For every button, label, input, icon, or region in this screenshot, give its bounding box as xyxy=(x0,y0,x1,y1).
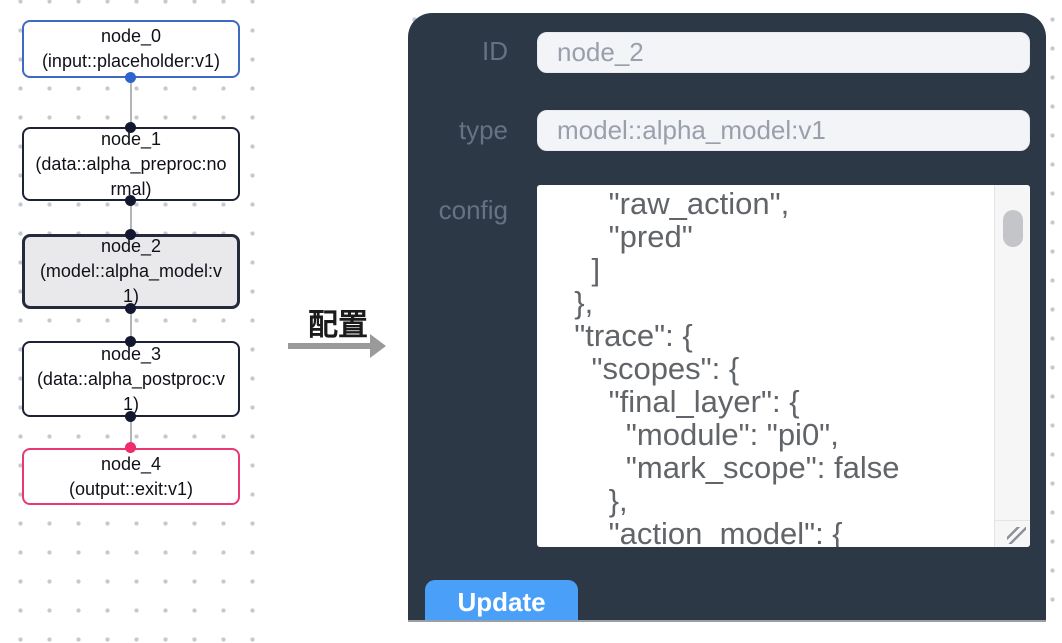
arrow-right-head-icon xyxy=(370,334,386,358)
node-type-label: (output::exit:v1) xyxy=(68,478,194,499)
node-node_4[interactable]: node_4 (output::exit:v1) xyxy=(22,448,240,505)
resize-handle-icon[interactable] xyxy=(1007,527,1026,544)
edge-node0-node1 xyxy=(130,78,132,127)
node-type-label: (data::alpha_preproc:normal) xyxy=(35,153,227,199)
id-input[interactable] xyxy=(537,32,1030,73)
node-title: node_2 xyxy=(100,236,162,256)
node-node_2[interactable]: node_2 (model::alpha_model:v1) xyxy=(22,234,240,309)
update-button-label: Update xyxy=(457,586,546,617)
node-title: node_0 xyxy=(100,26,162,46)
output-port-icon-node_3[interactable] xyxy=(125,411,136,422)
node-type-label: (model::alpha_model:v1) xyxy=(39,261,223,306)
config-editor[interactable]: "raw_action", "pred" ] }, "trace": { "sc… xyxy=(537,185,1030,547)
node-node_1[interactable]: node_1 (data::alpha_preproc:normal) xyxy=(22,127,240,201)
input-port-icon-node_2[interactable] xyxy=(125,229,136,240)
type-input[interactable] xyxy=(537,110,1030,151)
node-type-label: (data::alpha_postproc:v1) xyxy=(36,368,226,414)
edge-node3-node4 xyxy=(130,417,132,448)
arrow-right-icon xyxy=(288,343,372,349)
node-type-label: (input::placeholder:v1) xyxy=(41,51,221,71)
input-port-icon-node_3[interactable] xyxy=(125,336,136,347)
output-port-icon-node_0[interactable] xyxy=(125,72,136,83)
edge-node1-node2 xyxy=(130,201,132,234)
node-title: node_4 xyxy=(100,453,162,474)
node-config-panel: ID type config "raw_action", "pred" ] },… xyxy=(408,13,1046,622)
output-port-icon-node_2[interactable] xyxy=(125,303,136,314)
node-node_0[interactable]: node_0 (input::placeholder:v1) xyxy=(22,20,240,78)
scrollbar-track[interactable] xyxy=(994,185,1030,547)
update-button[interactable]: Update xyxy=(425,580,578,620)
input-port-icon-node_4[interactable] xyxy=(125,442,136,453)
edge-node2-node3 xyxy=(130,309,132,341)
scrollbar-thumb[interactable] xyxy=(1003,210,1023,247)
node-title: node_1 xyxy=(100,128,162,149)
id-label: ID xyxy=(482,36,508,66)
type-label: type xyxy=(458,115,508,145)
node-title: node_3 xyxy=(100,343,162,364)
config-label: config xyxy=(438,195,508,225)
config-json-text[interactable]: "raw_action", "pred" ] }, "trace": { "sc… xyxy=(574,187,900,547)
output-port-icon-node_1[interactable] xyxy=(125,195,136,206)
input-port-icon-node_1[interactable] xyxy=(125,122,136,133)
node-node_3[interactable]: node_3 (data::alpha_postproc:v1) xyxy=(22,341,240,417)
scrollbar-divider xyxy=(995,520,1030,521)
flow-canvas[interactable]: node_0 (input::placeholder:v1) node_1 (d… xyxy=(0,0,274,643)
config-transition-label: 配置 xyxy=(308,309,368,342)
